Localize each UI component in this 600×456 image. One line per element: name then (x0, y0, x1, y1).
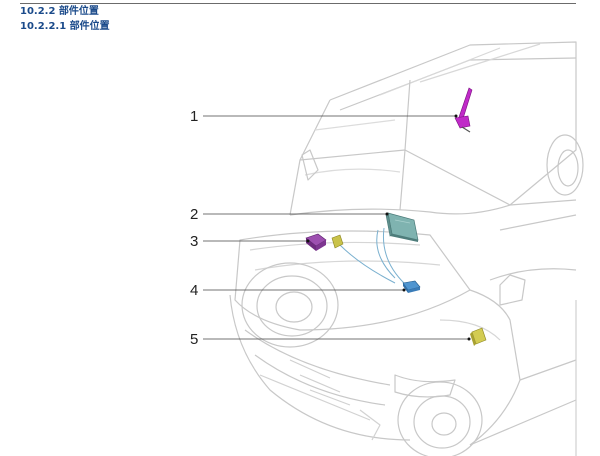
top-rule (20, 3, 576, 4)
subsection-heading: 10.2.2.1 部件位置 (20, 21, 110, 32)
callout-number-2: 2 (190, 206, 198, 223)
callout-number-1: 1 (190, 108, 198, 125)
component-4-sensor (402, 280, 421, 293)
leader-dots (306, 114, 471, 341)
component-5-module (470, 327, 487, 346)
component-1-antenna (454, 87, 473, 133)
section-heading: 10.2.2 部件位置 (20, 6, 99, 17)
vehicle-illustration (229, 41, 584, 456)
callout-number-4: 4 (190, 282, 198, 299)
component-2-module (385, 212, 419, 242)
callout-number-5: 5 (190, 331, 198, 348)
wiring-harness (339, 227, 406, 285)
callout-number-3: 3 (190, 233, 198, 250)
leader-lines (203, 115, 469, 340)
component-3-module (305, 233, 344, 251)
